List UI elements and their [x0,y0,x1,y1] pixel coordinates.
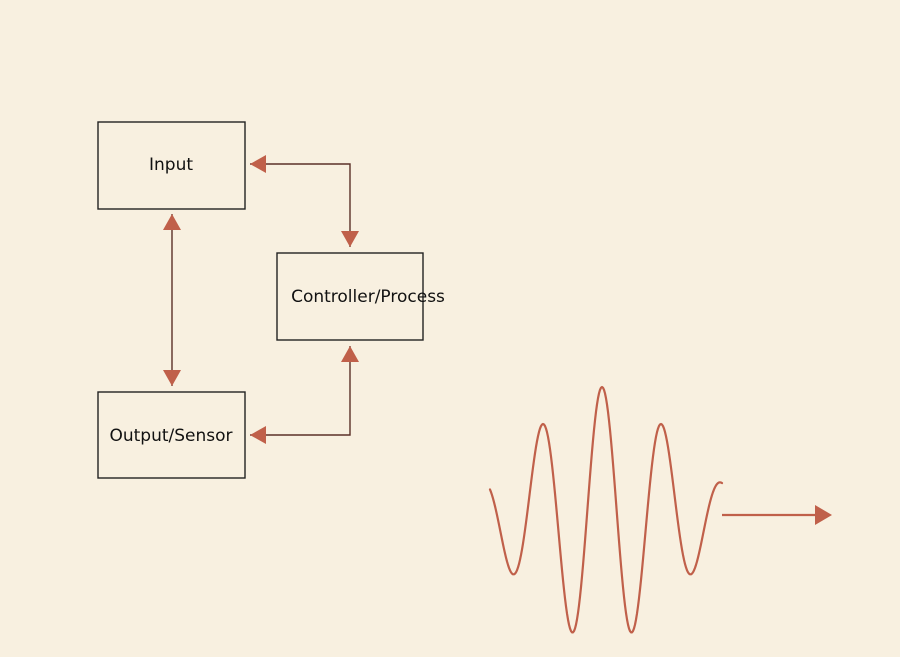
output-label: Output/Sensor [109,426,232,446]
arrowhead-output-top [163,370,181,386]
controller-box [276,252,424,341]
arrowhead-controller-top [341,231,359,247]
arrowhead-input-bottom [163,214,181,230]
arrowhead-output-right [250,426,266,444]
arrowhead-input-left [250,155,266,173]
edge-controller-output [250,346,351,436]
arrowhead-controller-bottom [341,346,359,362]
node-controller[interactable]: Controller/Process [276,252,445,341]
input-box [97,121,246,210]
output-box [97,391,246,479]
input-label: Input [149,155,193,175]
waveform-arrowhead [815,505,832,525]
edge-input-controller [250,163,351,247]
waveform-line [488,385,724,634]
controller-label: Controller/Process [291,287,445,307]
node-output[interactable]: Output/Sensor [97,391,246,479]
node-input[interactable]: Input [97,121,246,210]
